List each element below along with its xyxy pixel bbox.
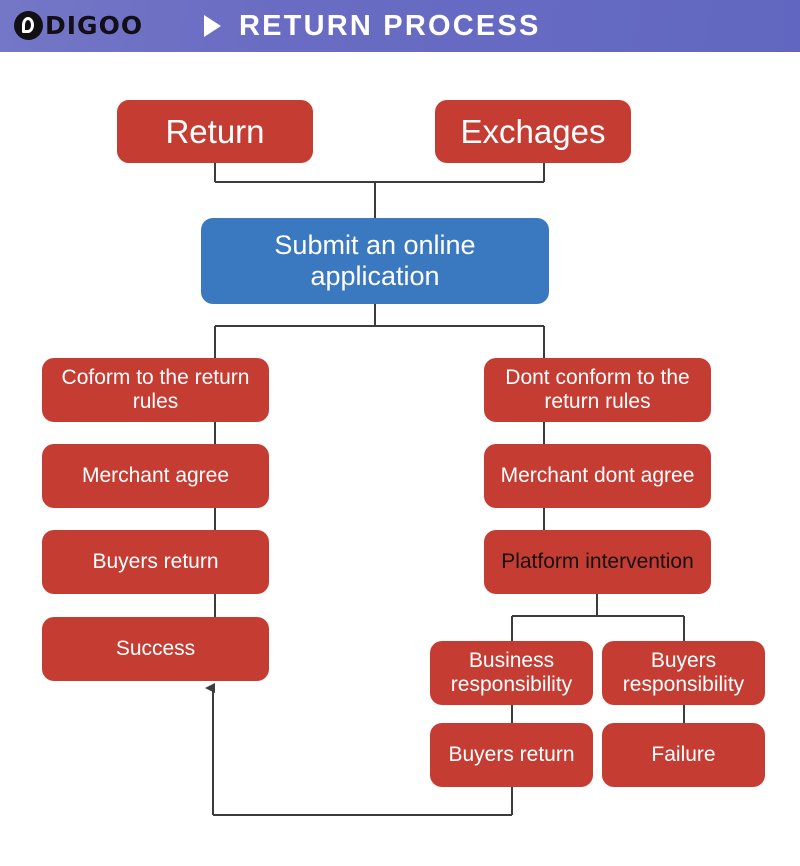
node-buyers-return-right[interactable]: Buyers return [430, 723, 593, 787]
node-exchanges-label: Exchages [460, 112, 606, 150]
node-merchant-agree[interactable]: Merchant agree [42, 444, 269, 508]
node-return[interactable]: Return [117, 100, 313, 163]
node-merchant-dont-agree-label: Merchant dont agree [500, 464, 695, 488]
node-platform-intervention-label: Platform intervention [501, 550, 694, 574]
node-buyers-return-right-label: Buyers return [448, 743, 575, 767]
node-success-label: Success [115, 637, 196, 661]
page-header: DIGOO RETURN PROCESS [0, 0, 800, 52]
digoo-circle-icon [14, 10, 43, 40]
node-merchant-dont-agree[interactable]: Merchant dont agree [484, 444, 711, 508]
node-exchanges[interactable]: Exchages [435, 100, 631, 163]
node-failure[interactable]: Failure [602, 723, 765, 787]
node-platform-intervention[interactable]: Platform intervention [484, 530, 711, 594]
node-submit-application[interactable]: Submit an online application [201, 218, 549, 304]
node-success[interactable]: Success [42, 617, 269, 681]
brand-logo: DIGOO [14, 9, 143, 41]
node-return-label: Return [165, 112, 265, 150]
node-buyers-responsibility-label: Buyers responsibility [622, 649, 745, 696]
node-dont-conform-to-return-rules-label: Dont conform to the return rules [505, 366, 690, 413]
header-title-group: RETURN PROCESS [204, 0, 541, 52]
node-dont-conform-to-return-rules[interactable]: Dont conform to the return rules [484, 358, 711, 422]
page-title: RETURN PROCESS [239, 9, 541, 42]
node-merchant-agree-label: Merchant agree [81, 464, 230, 488]
node-buyers-responsibility[interactable]: Buyers responsibility [602, 641, 765, 705]
node-submit-application-label: Submit an online application [274, 230, 476, 291]
node-buyers-return-left[interactable]: Buyers return [42, 530, 269, 594]
node-conform-to-return-rules-label: Coform to the return rules [61, 366, 250, 413]
node-conform-to-return-rules[interactable]: Coform to the return rules [42, 358, 269, 422]
node-business-responsibility[interactable]: Business responsibility [430, 641, 593, 705]
play-triangle-icon [204, 15, 221, 37]
node-buyers-return-left-label: Buyers return [92, 550, 219, 574]
node-business-responsibility-label: Business responsibility [450, 649, 573, 696]
brand-logo-text: DIGOO [45, 10, 144, 40]
node-failure-label: Failure [651, 743, 716, 767]
